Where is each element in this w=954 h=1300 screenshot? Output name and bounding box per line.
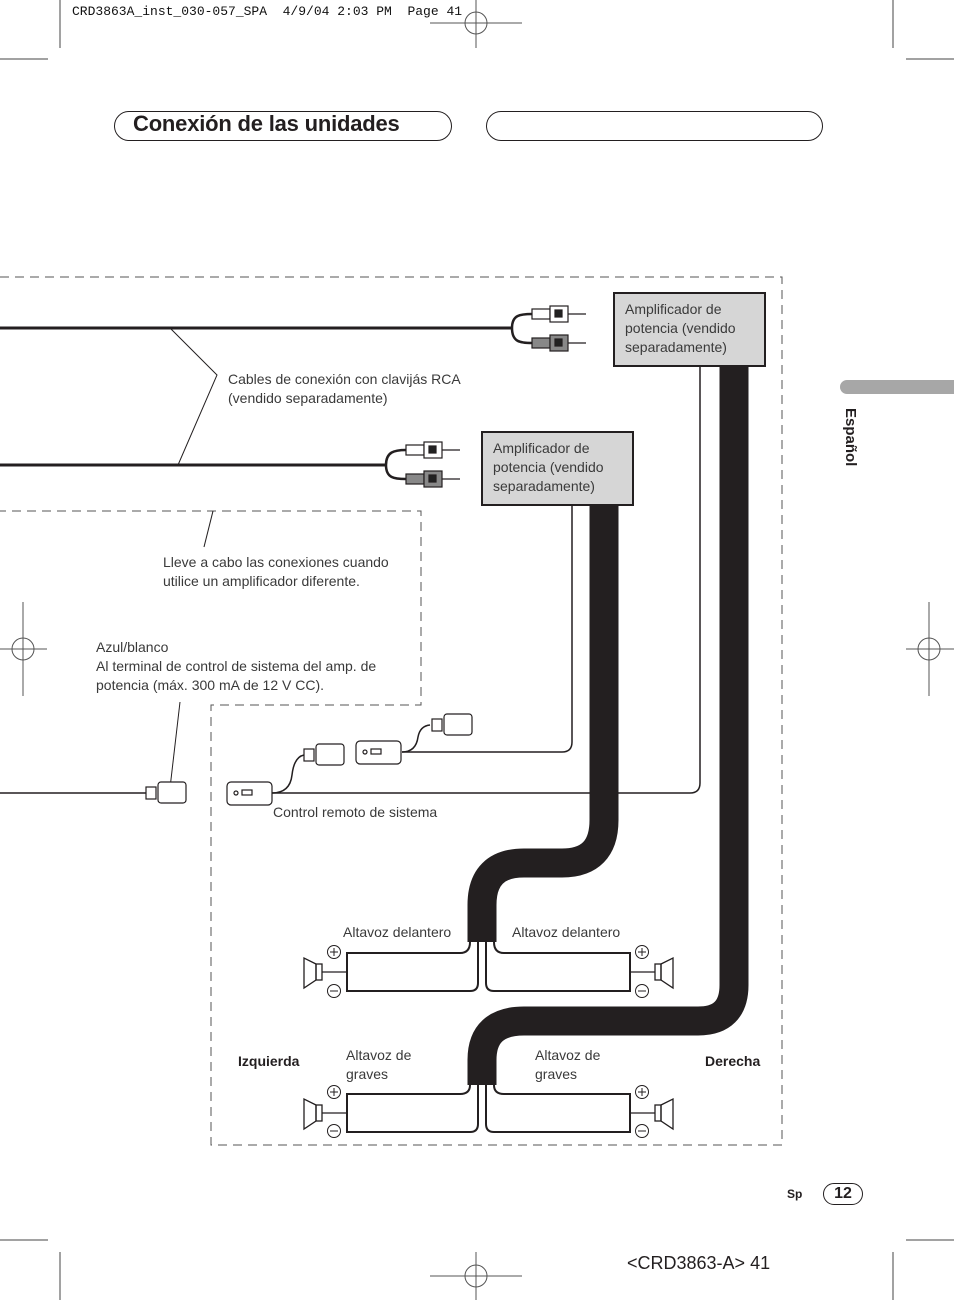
sub-right-line-2: graves [535,1066,578,1082]
front-speaker-cable [467,505,619,942]
blue-white-note: Azul/blanco Al terminal de control de si… [96,638,376,695]
amp-mid-line-3: separadamente) [493,478,595,494]
different-amp-note: Lleve a cabo las conexiones cuando utili… [163,553,389,591]
rca-split-bottom [384,448,407,481]
speaker-sub-right-icon [630,1097,674,1131]
rca-plug-top-white-icon [531,305,586,323]
rca-note-line-2: (vendido separadamente) [228,390,388,406]
amp-mid-line-1: Amplificador de [493,440,590,456]
amplifier-top-box: Amplificador de potencia (vendido separa… [613,292,766,367]
lang-code: Sp [787,1187,803,1201]
blue-white-leader [169,701,181,789]
amp-top-line-3: separadamente) [625,339,727,355]
registration-mark-right [906,602,954,696]
amp-top-remote-wire [272,367,701,794]
rca-note-line-1: Cables de conexión con clavijás RCA [228,371,461,387]
language-tab-label: Español [842,408,859,467]
front-left-wires [346,941,479,992]
speaker-front-left-icon [303,956,347,990]
sub-left-wires [346,1084,479,1133]
sub-left-line-2: graves [346,1066,389,1082]
male-connector-remote-2-icon [355,740,402,765]
front-right-wires [485,941,631,992]
doc-reference: <CRD3863-A> 41 [627,1253,771,1273]
amp-note-line-2: utilice un amplificador diferente. [163,573,360,589]
amp-mid-line-2: potencia (vendido [493,459,604,475]
title-pill [114,111,452,141]
rca-leader [169,327,218,466]
amp-note-line-1: Lleve a cabo las conexiones cuando [163,554,389,570]
female-connector-blue-white-icon [145,781,187,804]
remote-splice-wire-1 [271,754,305,794]
sub-right-line-1: Altavoz de [535,1047,601,1063]
blue-white-line-3: potencia (máx. 300 mA de 12 V CC). [96,677,324,693]
blue-white-line-1: Azul/blanco [96,639,169,655]
speaker-sub-left-icon [303,1097,347,1131]
polarity-marks [327,945,649,1138]
rca-plug-top-grey-icon [531,334,586,352]
speaker-front-right-icon [630,956,674,990]
amp-top-line-1: Amplificador de [625,301,722,317]
subwoofer-left-label: Altavoz de graves [346,1046,411,1084]
registration-mark-top [430,0,522,48]
registration-mark-left [0,602,47,696]
amplifier-mid-box: Amplificador de potencia (vendido separa… [481,431,634,506]
female-connector-remote-1-icon [303,743,345,766]
rca-plug-bottom-grey-icon [405,470,460,488]
page-number-badge: 12 [823,1183,863,1205]
registration-mark-bottom [430,1252,522,1300]
side-right-label: Derecha [705,1053,761,1069]
female-connector-remote-2-icon [431,713,473,736]
rca-split-top [510,312,533,345]
sub-speaker-cable [467,367,749,1085]
rca-plug-bottom-white-icon [405,441,460,459]
amp-note-leader [203,510,214,548]
rca-cables-note: Cables de conexión con clavijás RCA (ven… [228,370,461,408]
system-remote-label: Control remoto de sistema [273,804,438,820]
language-tab-bar [840,380,954,394]
subwoofer-right-label: Altavoz de graves [535,1046,600,1084]
amp-mid-remote-wire [402,505,573,753]
front-speaker-right-label: Altavoz delantero [512,924,621,940]
page-title: Conexión de las unidades [133,111,400,136]
dashed-boundary [0,276,783,1146]
male-connector-remote-1-icon [226,781,273,806]
sub-left-line-1: Altavoz de [346,1047,412,1063]
blue-white-line-2: Al terminal de control de sistema del am… [96,658,377,674]
sub-right-wires [485,1084,631,1133]
amp-top-line-2: potencia (vendido [625,320,736,336]
print-slug: CRD3863A_inst_030-057_SPA 4/9/04 2:03 PM… [72,4,463,19]
side-left-label: Izquierda [238,1053,300,1069]
front-speaker-left-label: Altavoz delantero [343,924,452,940]
remote-splice-wire-2 [401,724,431,753]
empty-header-pill [486,111,823,141]
